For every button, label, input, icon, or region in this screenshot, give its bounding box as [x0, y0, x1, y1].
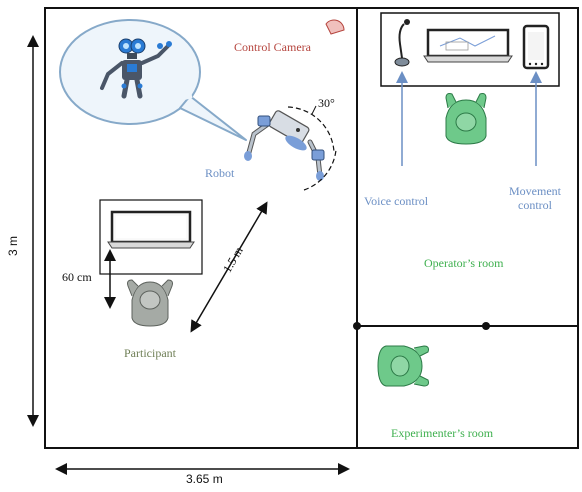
- movement-control-line2: control: [518, 198, 552, 212]
- camera-icon: [325, 19, 345, 35]
- speech-bubble: [59, 19, 247, 141]
- door-hinge-right: [482, 322, 490, 330]
- operators-room-label: Operator’s room: [424, 256, 504, 270]
- robot-label: Robot: [205, 166, 235, 180]
- movement-control-line1: Movement: [509, 184, 561, 198]
- experimenters-room-label: Experimenter’s room: [391, 426, 494, 440]
- outer-wall: [44, 7, 579, 449]
- experimenter-person: [377, 345, 429, 387]
- movement-control-label: Movement control: [500, 184, 570, 212]
- laptop-icon: [423, 28, 513, 63]
- robot-distance-arrow: [190, 201, 268, 333]
- screen-distance-label: 60 cm: [62, 270, 92, 284]
- operator-person: [445, 93, 487, 145]
- participant-label: Participant: [124, 346, 176, 360]
- angle-label: 30°: [318, 96, 335, 110]
- phone-icon: [522, 24, 550, 70]
- voice-control-label: Voice control: [364, 194, 429, 208]
- robot-avatar-icon: [100, 38, 172, 99]
- angle-arc: [287, 105, 337, 191]
- control-camera-label: Control Camera: [234, 40, 311, 54]
- robot-top-view: [244, 110, 325, 181]
- height-dimension-label: 3 m: [6, 235, 20, 256]
- participant-person: [127, 279, 173, 327]
- width-dimension-label: 3.65 m: [186, 472, 223, 486]
- microphone-icon: [394, 19, 410, 67]
- laptop-icon: [107, 210, 195, 249]
- door-hinge-left: [353, 322, 361, 330]
